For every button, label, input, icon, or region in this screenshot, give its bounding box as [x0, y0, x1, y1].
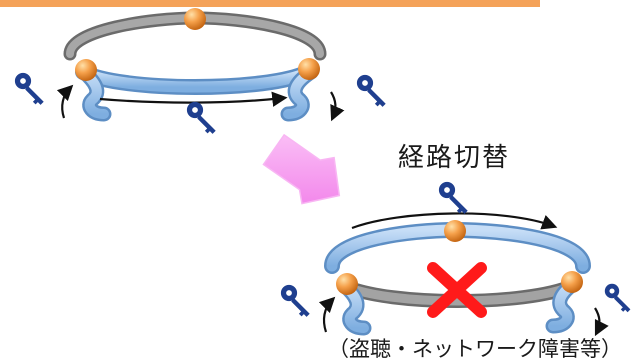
- arrow-icon: [318, 296, 336, 333]
- header-band: [0, 0, 540, 7]
- ring-before-switch: [14, 8, 386, 134]
- node-icon: [75, 59, 97, 81]
- node-icon: [444, 220, 466, 242]
- node-icon: [561, 271, 583, 293]
- disruption-causes-label: （盗聴・ネットワーク障害等）: [328, 337, 622, 361]
- arrow-icon: [99, 91, 288, 107]
- ring-after-switch: [280, 181, 631, 337]
- route-switch-arrow-icon: [262, 133, 341, 205]
- x-mark-icon: [427, 262, 487, 318]
- node-icon: [336, 273, 358, 295]
- arrow-icon: [351, 212, 558, 230]
- key-icon: [604, 283, 631, 313]
- node-icon: [298, 58, 320, 80]
- arrow-icon: [594, 307, 609, 337]
- key-icon: [356, 74, 386, 107]
- node-icon: [184, 8, 206, 30]
- route-switching-label: 経路切替: [398, 143, 511, 173]
- key-icon: [186, 101, 216, 134]
- arrow-icon: [330, 91, 345, 122]
- arrow-icon: [56, 84, 74, 119]
- key-icon: [14, 72, 44, 105]
- key-icon: [280, 284, 310, 317]
- key-icon: [438, 181, 468, 214]
